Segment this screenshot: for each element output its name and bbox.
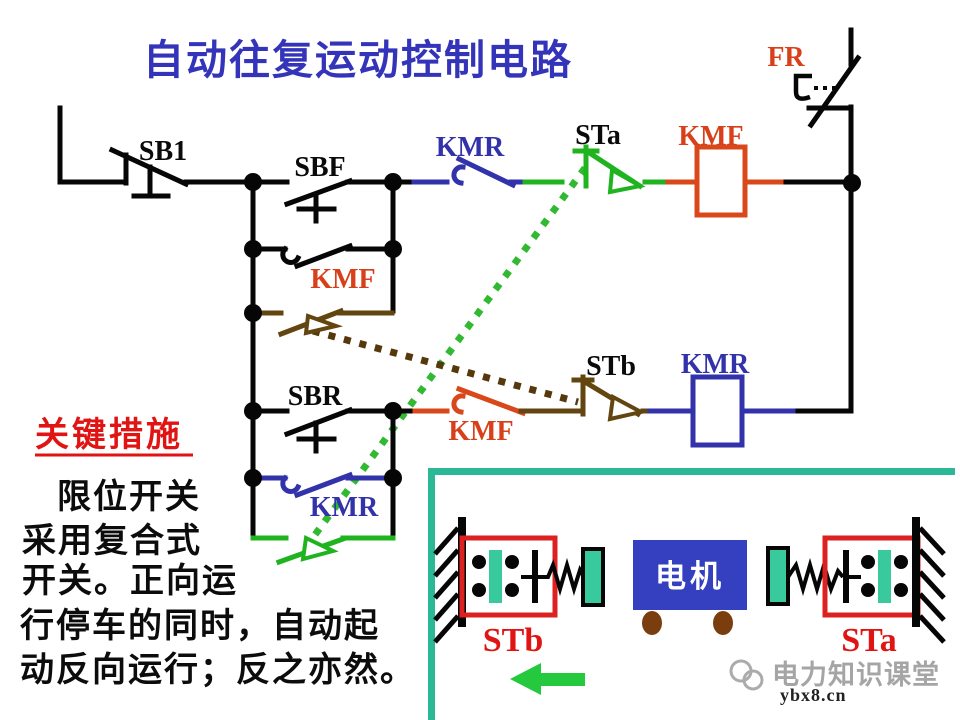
kmf-coil	[665, 144, 791, 218]
kmf-interlock-contact	[412, 385, 581, 417]
mechanical-inset: 电机 STb STa	[428, 468, 955, 720]
left-spring	[538, 557, 586, 597]
junction-dots	[244, 173, 861, 487]
watermark-site: ybx8.cn	[780, 685, 847, 705]
sb1-stop-button	[57, 146, 256, 199]
stb-no-limit-contact	[250, 307, 395, 338]
stb-nc-limit-contact	[571, 374, 655, 422]
kmf-selfhold-contact	[250, 242, 396, 270]
notes-line: 限位开关	[57, 478, 201, 516]
notes-line: 动反向运行；反之亦然。	[20, 650, 416, 689]
notes-line: 开关。正向运	[22, 562, 238, 600]
inset-border-left	[428, 468, 435, 720]
kmf-interlock-label: KMF	[448, 416, 513, 447]
notes-line: 采用复合式	[22, 522, 202, 560]
stb-switch-label: STb	[586, 351, 636, 382]
kmf-selfhold-label: KMF	[310, 264, 375, 295]
inset-stb-label: STb	[483, 622, 544, 659]
stb-linkage-dotted-line	[312, 327, 579, 406]
stb-switch-assembly	[459, 535, 605, 618]
motor-trolley: 电机	[633, 540, 747, 635]
sta-nc-limit-contact	[522, 144, 671, 195]
kmf-coil-label: KMF	[678, 121, 743, 152]
notes-line: 行停车的同时，自动起	[20, 607, 380, 645]
page-title: 自动往复运动控制电路	[143, 37, 573, 83]
left-arrow-icon	[510, 663, 585, 695]
sbr-reverse-button	[250, 406, 396, 454]
inset-sta-label: STa	[841, 622, 896, 659]
kmr-coil-label: KMR	[681, 349, 750, 380]
sbf-forward-button	[250, 177, 396, 224]
watermark: 电力知识课堂 ybx8.cn	[729, 659, 940, 705]
sta-switch-label: STa	[575, 120, 621, 151]
sb1-label: SB1	[139, 136, 187, 167]
notes-heading: 关键措施	[35, 416, 183, 454]
watermark-logo-icon	[729, 659, 764, 691]
right-wall-hatch	[912, 517, 946, 644]
fr-label: FR	[767, 42, 805, 73]
kmr-selfhold-label: KMR	[310, 492, 379, 523]
motor-label: 电机	[655, 559, 725, 594]
sta-no-limit-contact	[250, 535, 396, 566]
fr-thermal-relay-contact	[793, 27, 862, 129]
wheel	[713, 611, 733, 635]
sbf-label: SBF	[294, 152, 345, 183]
kmr-coil	[647, 374, 803, 448]
inset-border-top	[428, 468, 955, 475]
sbr-label: SBR	[288, 381, 343, 412]
sta-switch-assembly	[766, 535, 921, 618]
kmr-interlock-label: KMR	[436, 132, 505, 163]
right-spring	[786, 557, 845, 597]
watermark-brand: 电力知识课堂	[772, 660, 940, 690]
wheel	[642, 611, 662, 635]
notes-block: 关键措施 限位开关 采用复合式 开关。正向运 行停车的同时，自动起 动反向运行；…	[20, 416, 416, 689]
